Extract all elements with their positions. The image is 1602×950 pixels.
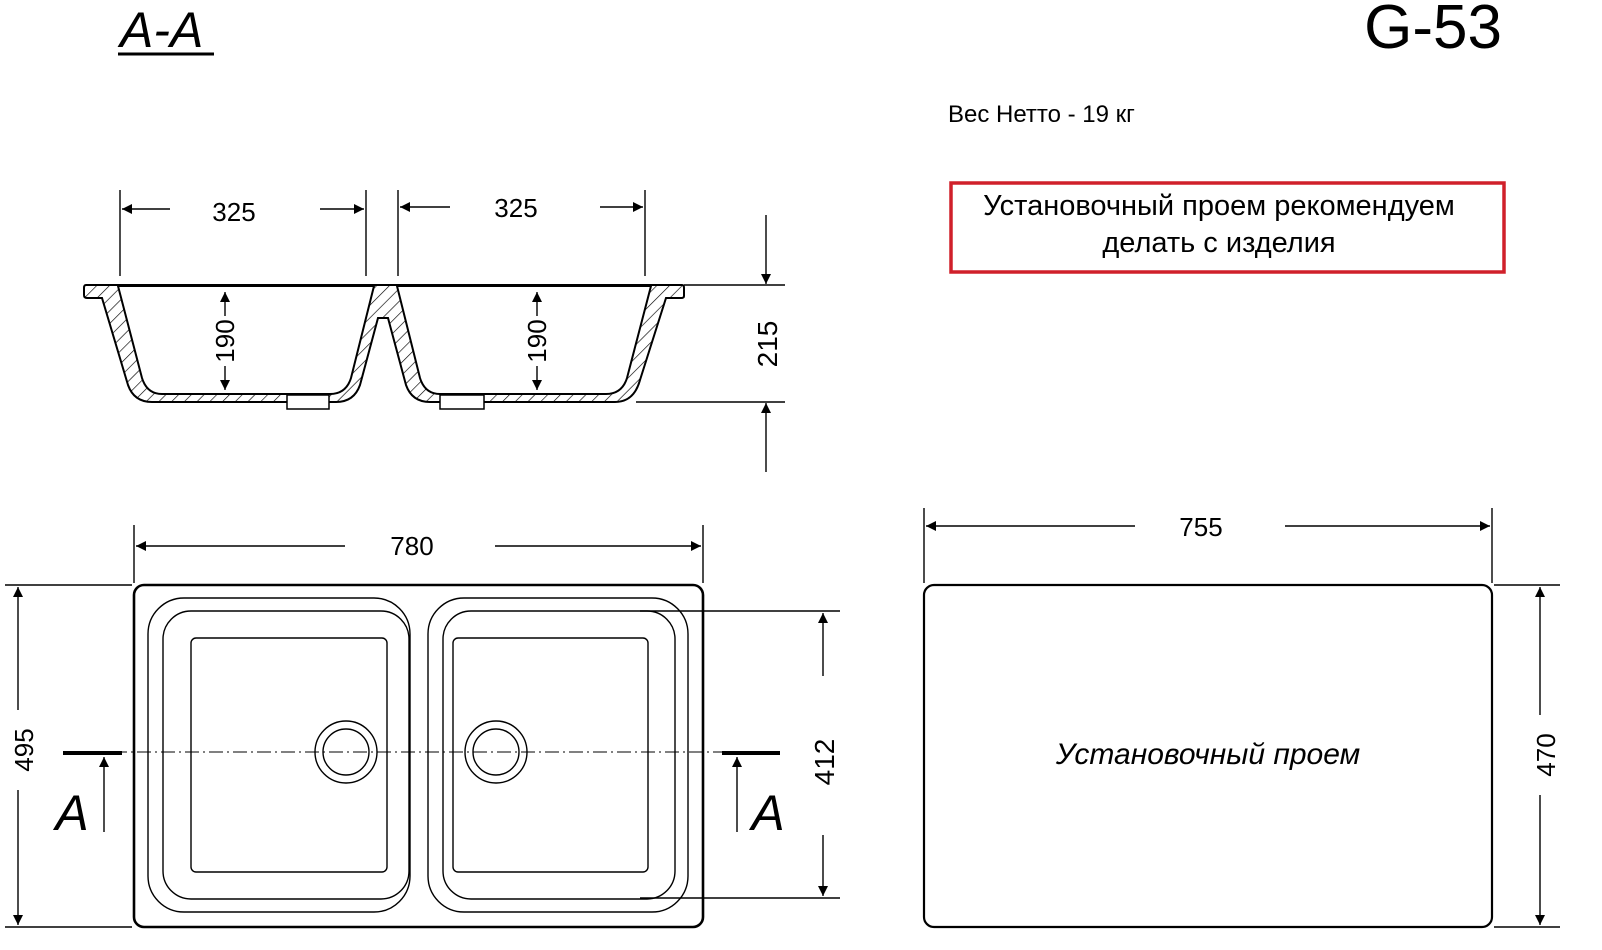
cutout-outline <box>922 583 1494 929</box>
plan-depth: 495 <box>9 728 39 771</box>
bowl-depth-plan: 412 <box>809 739 840 786</box>
cutout-depth: 470 <box>1531 733 1561 776</box>
section-marker-left: A <box>52 785 88 841</box>
bowl-width-left: 325 <box>212 197 255 227</box>
net-weight: Вес Нетто - 19 кг <box>948 101 1135 128</box>
cutout-width: 755 <box>1179 512 1222 542</box>
section-title: A-A <box>117 2 203 58</box>
plan-width: 780 <box>390 531 433 561</box>
model-name: G-53 <box>1364 0 1502 62</box>
cutout-label: Установочный проем <box>1055 738 1360 771</box>
note-line1: Установочный проем рекомендуем <box>983 190 1455 222</box>
section-marker-right: A <box>748 785 784 841</box>
bowl-width-right: 325 <box>494 193 537 223</box>
plan-view <box>65 583 780 929</box>
note-box <box>949 181 1506 274</box>
bowl-depth-left: 190 <box>210 319 240 362</box>
section-view <box>83 284 685 410</box>
bowl-depth-right: 190 <box>522 319 552 362</box>
total-height: 215 <box>752 321 783 368</box>
note-line2: делать с изделия <box>1102 227 1335 259</box>
